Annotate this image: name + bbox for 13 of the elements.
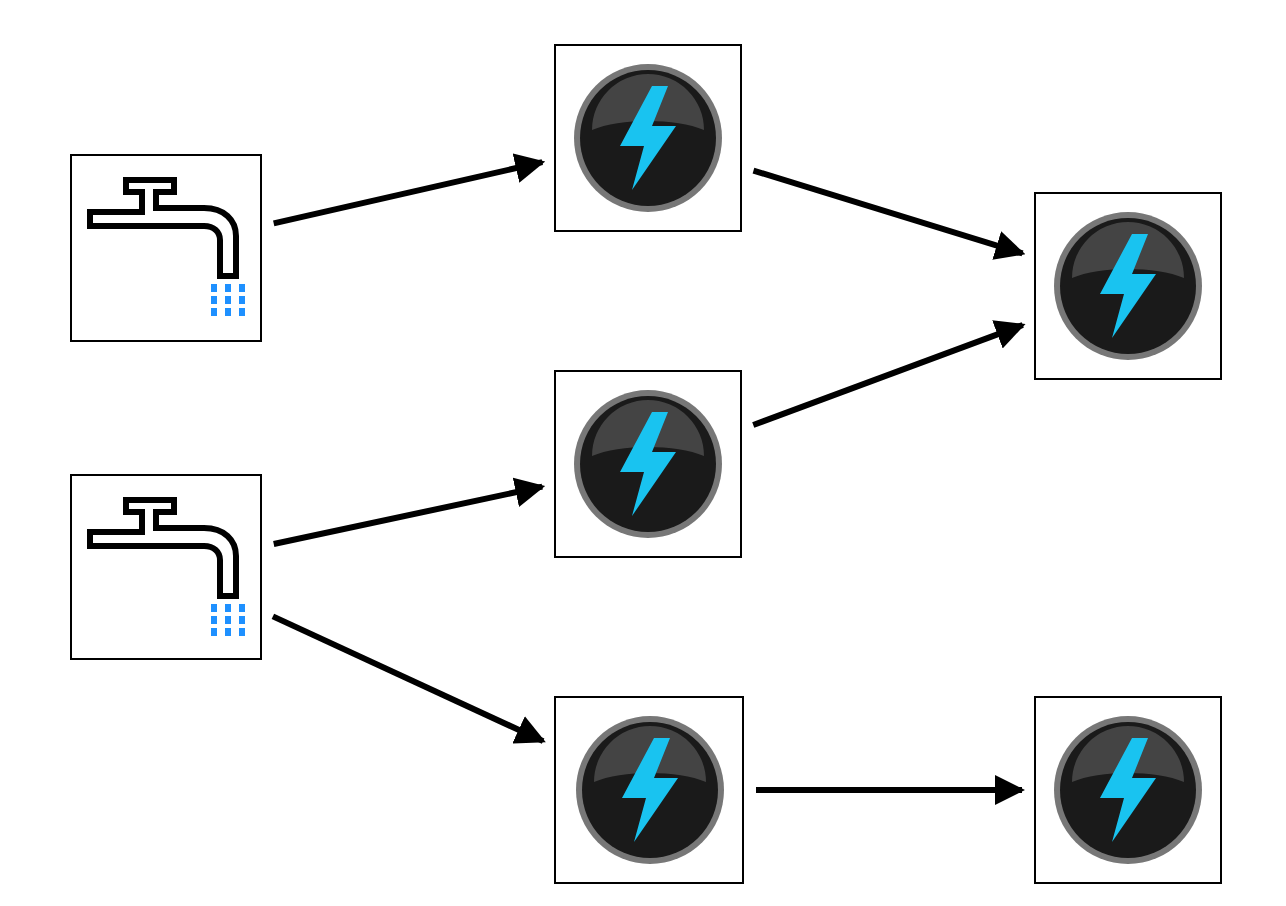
- picture-frame: [554, 696, 744, 884]
- picture-frame: [1034, 192, 1222, 380]
- picture-frame: [554, 370, 742, 558]
- picture-frame: [70, 474, 262, 660]
- arrow: [756, 775, 1025, 805]
- arrow: [752, 167, 1026, 260]
- arrow: [273, 153, 546, 227]
- arrow: [273, 477, 546, 547]
- arrow: [271, 613, 546, 744]
- picture-frame: [1034, 696, 1222, 884]
- arrow: [752, 320, 1026, 428]
- picture-frame: [70, 154, 262, 342]
- picture-frame: [554, 44, 742, 232]
